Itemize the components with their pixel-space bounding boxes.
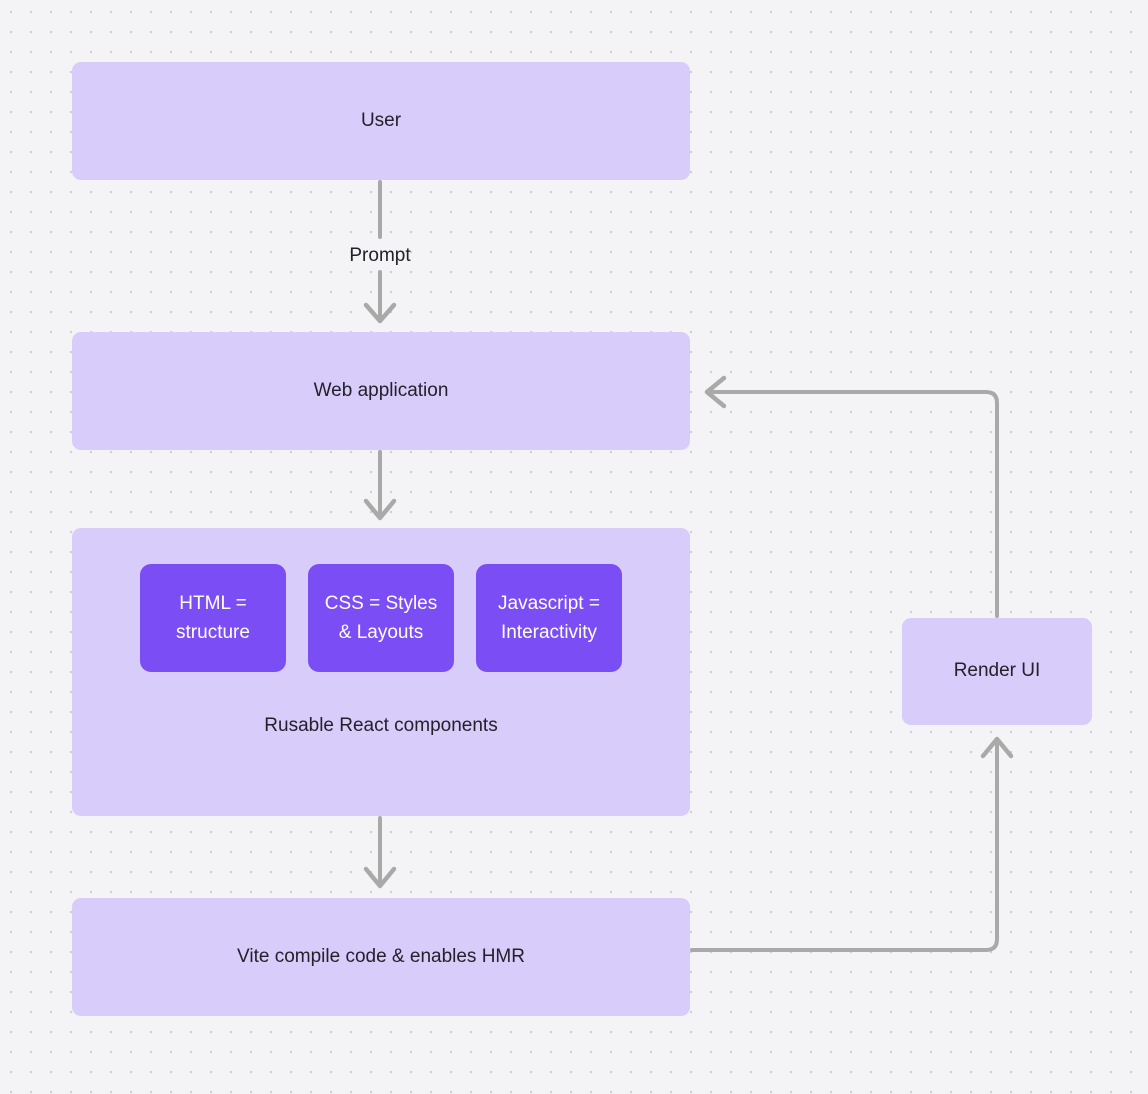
component-box-html-label: HTML = structure [176,593,250,643]
node-user[interactable]: User [72,62,690,180]
edge-render-to-webapp [704,375,999,618]
node-render-ui-label: Render UI [953,660,1041,682]
edge-webapp-to-components [363,450,397,521]
edge-components-to-vite [363,816,397,889]
node-web-application-label: Web application [313,379,449,401]
node-vite-compiler-label: Vite compile code & enables HMR [237,945,525,967]
edge-vite-to-render [690,736,1014,952]
node-user-label: User [360,109,402,131]
component-box-javascript[interactable]: Javascript = Interactivity [476,564,622,672]
edge-label-prompt: Prompt [349,245,411,266]
component-box-javascript-label: Javascript = Interactivity [498,593,600,643]
reusable-components-caption: Rusable React components [264,715,498,736]
node-reusable-components[interactable]: HTML = structure CSS = Styles & Layouts … [72,528,690,816]
node-render-ui[interactable]: Render UI [902,618,1092,725]
component-box-css[interactable]: CSS = Styles & Layouts [308,564,454,672]
component-box-row: HTML = structure CSS = Styles & Layouts … [72,564,690,672]
node-vite-compiler[interactable]: Vite compile code & enables HMR [72,898,690,1016]
component-box-html[interactable]: HTML = structure [140,564,286,672]
component-box-css-label: CSS = Styles & Layouts [324,593,438,643]
node-web-application[interactable]: Web application [72,332,690,450]
